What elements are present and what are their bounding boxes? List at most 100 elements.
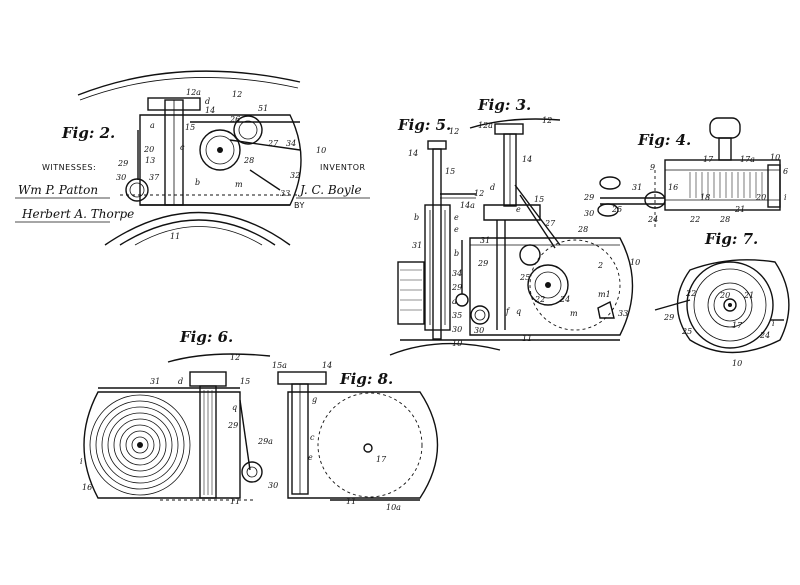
figure-6: Fig: 6. 12 d 15 31 29 29a 30 i 16 1 xyxy=(80,328,278,506)
figure-4: Fig: 4. 17 17a 10 6 9 31 29 30 xyxy=(583,117,788,230)
fig5-label: 10 xyxy=(452,339,462,348)
fig2-label: 28 xyxy=(243,156,254,165)
fig5-label: b xyxy=(414,213,419,222)
fig2-title: Fig: 2. xyxy=(61,124,115,142)
fig5-label: 35 xyxy=(452,311,462,320)
fig2-label: 11 xyxy=(170,232,180,241)
fig4-label: 20 xyxy=(755,193,766,202)
fig8-title: Fig: 8. xyxy=(339,370,393,388)
figure-3: Fig: 3. 12a 12 14 d 15 e 31 29 27 2 xyxy=(389,96,640,356)
fig4-title: Fig: 4. xyxy=(637,131,691,149)
fig7-label: i xyxy=(772,319,775,328)
fig7-label: 29 xyxy=(663,313,674,322)
fig3-label: 33 xyxy=(618,309,628,318)
fig4-label: 25 xyxy=(611,205,622,214)
fig2-label: 51 xyxy=(258,104,268,113)
fig6-label: 29 xyxy=(227,421,238,430)
fig2-label: 10 xyxy=(316,146,326,155)
fig2-label: 12a xyxy=(186,88,201,97)
fig5-label: 34 xyxy=(452,269,462,278)
fig4-label: 22 xyxy=(689,215,700,224)
inventor-signature: J. C. Boyle xyxy=(297,183,362,197)
inventor-heading: INVENTOR xyxy=(320,163,366,172)
fig2-label: 14 xyxy=(205,106,215,115)
fig2-label: 12 xyxy=(232,90,242,99)
fig3-label: m xyxy=(570,309,578,318)
fig5-title: Fig: 5. xyxy=(397,116,451,134)
fig5-label: 31 xyxy=(412,241,422,250)
fig2-label: 20 xyxy=(143,145,154,154)
fig6-label: 16 xyxy=(82,483,92,492)
figure-5: Fig: 5. 14 12 15 14a 12 e b e 31 b 34 29… xyxy=(397,116,484,348)
fig2-label: 15 xyxy=(185,123,195,132)
fig5-label: a xyxy=(452,297,457,306)
fig3-label: 30 xyxy=(474,326,484,335)
fig3-label: 25 xyxy=(519,273,530,282)
fig3-label: 12 xyxy=(542,116,552,125)
fig8-label: 10a xyxy=(386,503,401,512)
fig3-label: 31 xyxy=(480,236,490,245)
fig4-label: 18 xyxy=(700,193,710,202)
fig7-label: 25 xyxy=(681,327,692,336)
fig7-label: 17 xyxy=(732,321,743,330)
fig2-label: 26 xyxy=(229,115,240,124)
fig7-label: 24 xyxy=(759,331,770,340)
fig5-label: 14 xyxy=(408,149,418,158)
fig2-label: 37 xyxy=(149,173,160,182)
fig6-title: Fig: 6. xyxy=(179,328,233,346)
fig2-label: m xyxy=(235,180,243,189)
fig6-label: 15 xyxy=(240,377,250,386)
fig3-label: 10 xyxy=(630,258,640,267)
fig5-label: 15 xyxy=(445,167,455,176)
fig3-label: m1 xyxy=(598,290,611,299)
fig6-label: 31 xyxy=(150,377,160,386)
fig4-label: 17 xyxy=(703,155,714,164)
fig3-label: 14 xyxy=(522,155,532,164)
fig3-label: 12a xyxy=(478,121,493,130)
fig3-label: 2 xyxy=(597,261,603,270)
fig2-label: c xyxy=(180,143,185,152)
fig3-label: 22 xyxy=(534,295,545,304)
fig5-label: 29 xyxy=(451,283,462,292)
fig5-label: e xyxy=(454,225,459,234)
fig4-label: 6 xyxy=(783,167,788,176)
figure-7: Fig: 7. 22 20 21 17 i 29 25 24 10 xyxy=(654,230,790,368)
fig8-label: c xyxy=(310,433,315,442)
figure-8: Fig: 8. 15a 14 g c e 17 11 10a xyxy=(272,361,439,512)
fig4-label: 30 xyxy=(584,209,594,218)
fig4-label: 31 xyxy=(632,183,642,192)
fig5-label: 14a xyxy=(460,201,475,210)
fig3-label: 15 xyxy=(534,195,544,204)
fig2-label: b xyxy=(195,178,200,187)
fig2-label: a xyxy=(150,121,155,130)
fig3-label: 29 xyxy=(477,259,488,268)
fig8-label: 11 xyxy=(346,497,356,506)
fig3-label: d xyxy=(490,183,495,192)
fig2-label: 13 xyxy=(145,156,155,165)
fig7-label: 20 xyxy=(719,291,730,300)
fig2-label: 32 xyxy=(290,171,300,180)
fig8-label: 14 xyxy=(322,361,332,370)
witnesses-heading: WITNESSES: xyxy=(42,163,96,172)
fig8-label: 15a xyxy=(272,361,287,370)
by-label: BY xyxy=(294,201,305,210)
figure-2: Fig: 2. 12a 12 d 14 51 a xyxy=(15,70,370,246)
fig6-label: 11 xyxy=(230,497,240,506)
fig7-label: 10 xyxy=(732,359,742,368)
fig2-label: 34 xyxy=(286,139,296,148)
fig7-title: Fig: 7. xyxy=(704,230,758,248)
fig7-label: 22 xyxy=(685,289,696,298)
fig4-label: 29 xyxy=(583,193,594,202)
fig5-label: e xyxy=(454,213,459,222)
fig4-label: 28 xyxy=(719,215,730,224)
witness-2-signature: Herbert A. Thorpe xyxy=(21,207,134,221)
fig4-label: 24 xyxy=(647,215,658,224)
fig3-label: 28 xyxy=(577,225,588,234)
fig3-label: 11 xyxy=(522,334,532,343)
fig3-label: 24 xyxy=(559,295,570,304)
fig3-label: 27 xyxy=(544,219,556,228)
fig6-label: i xyxy=(80,457,83,466)
fig6-label: 12 xyxy=(230,353,240,362)
